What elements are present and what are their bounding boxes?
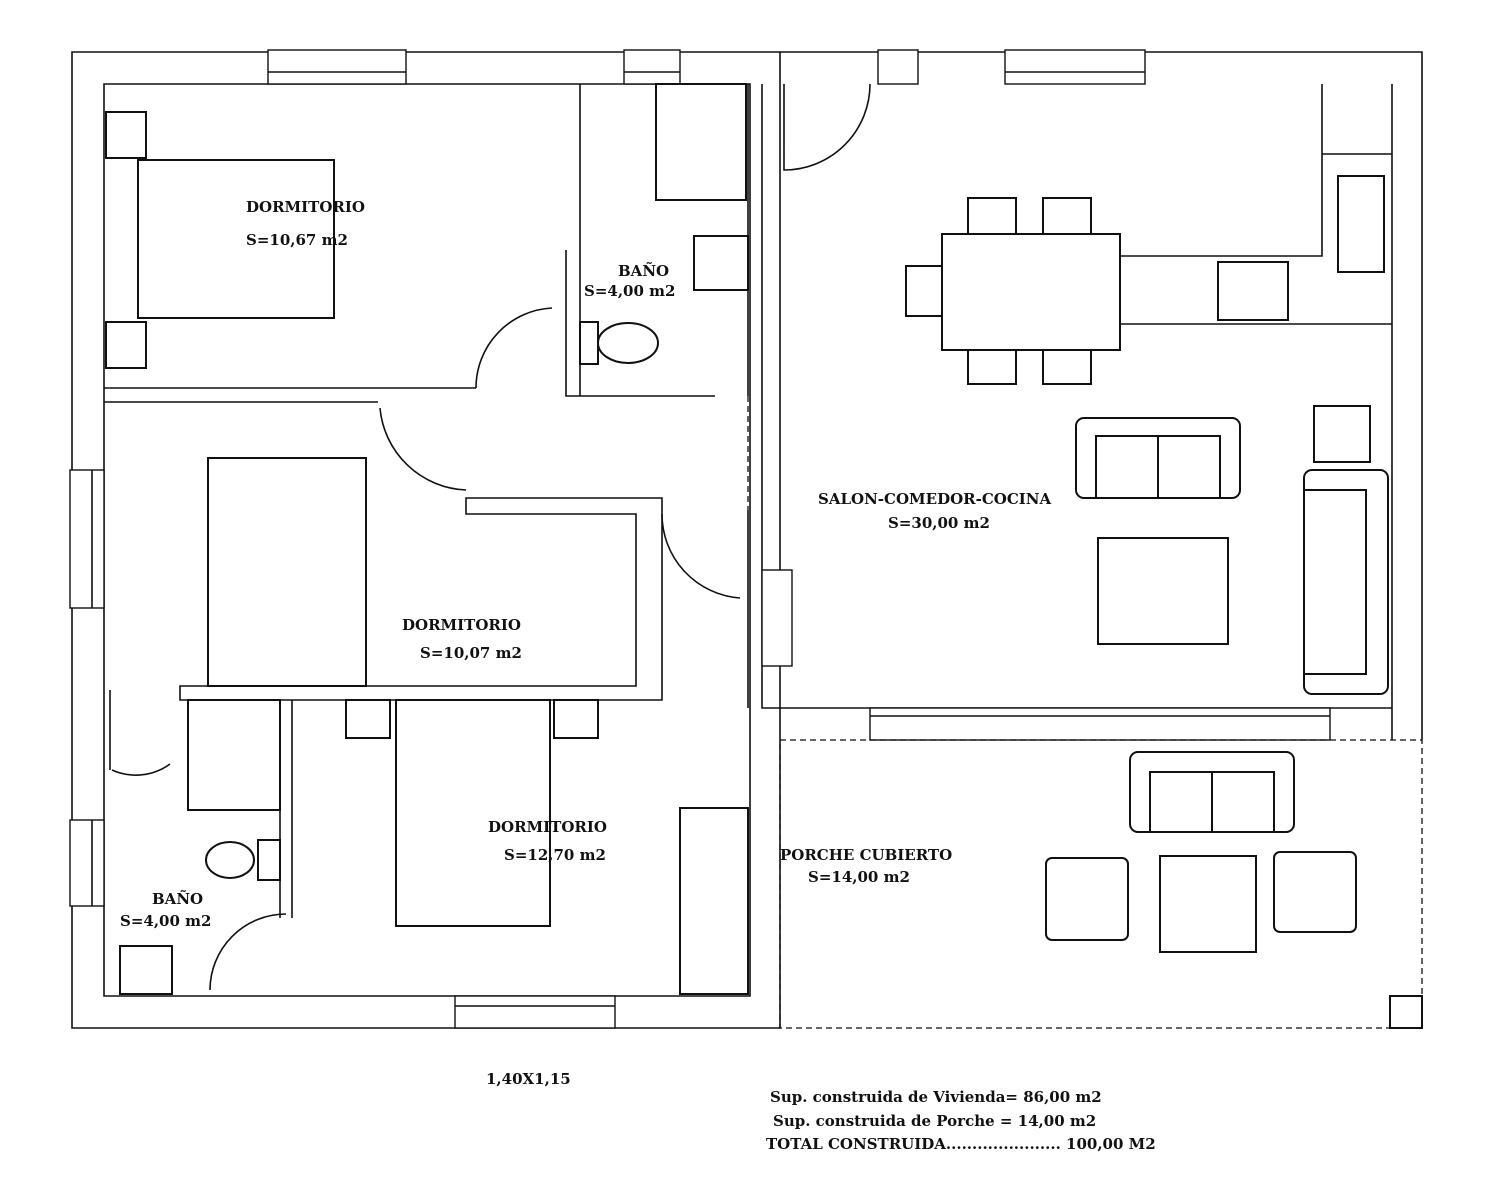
summary-line: Sup. construida de Porche = 14,00 m2: [773, 1112, 1096, 1130]
wardrobe: [679, 807, 749, 995]
furniture: [105, 83, 1423, 1029]
summary-line: TOTAL CONSTRUIDA...................... 1…: [766, 1135, 1156, 1153]
room-area: S=12,70 m2: [504, 846, 606, 864]
room-name: SALON-COMEDOR-COCINA: [818, 490, 1051, 508]
windows: [69, 49, 1331, 1029]
window-note: 1,40X1,15: [486, 1070, 571, 1088]
shower: [187, 699, 281, 811]
room-area: S=30,00 m2: [888, 514, 990, 532]
summary-line: Sup. construida de Vivienda= 86,00 m2: [770, 1088, 1102, 1106]
shower: [655, 83, 747, 201]
room-name: BAÑO: [618, 261, 669, 280]
room-area: S=14,00 m2: [808, 868, 910, 886]
cooktop: [1217, 261, 1289, 321]
bed: [207, 457, 367, 687]
room-name: PORCHE CUBIERTO: [780, 846, 952, 864]
room-area: S=4,00 m2: [584, 282, 675, 300]
bed: [395, 699, 551, 927]
room-area: S=10,07 m2: [420, 644, 522, 662]
room-name: DORMITORIO: [246, 198, 365, 216]
room-labels: DORMITORIO S=10,67 m2 BAÑO S=4,00 m2 DOR…: [120, 198, 1156, 1153]
room-name: DORMITORIO: [402, 616, 521, 634]
room-area: S=10,67 m2: [246, 231, 348, 249]
sink: [1337, 175, 1385, 273]
room-name: BAÑO: [152, 889, 203, 908]
porch-table: [1159, 855, 1257, 953]
room-area: S=4,00 m2: [120, 912, 211, 930]
dining-table: [941, 233, 1121, 351]
room-name: DORMITORIO: [488, 818, 607, 836]
bed: [137, 159, 335, 319]
toilet: [597, 322, 659, 364]
doors: [111, 83, 871, 991]
coffee-table: [1097, 537, 1229, 645]
toilet: [205, 841, 255, 879]
